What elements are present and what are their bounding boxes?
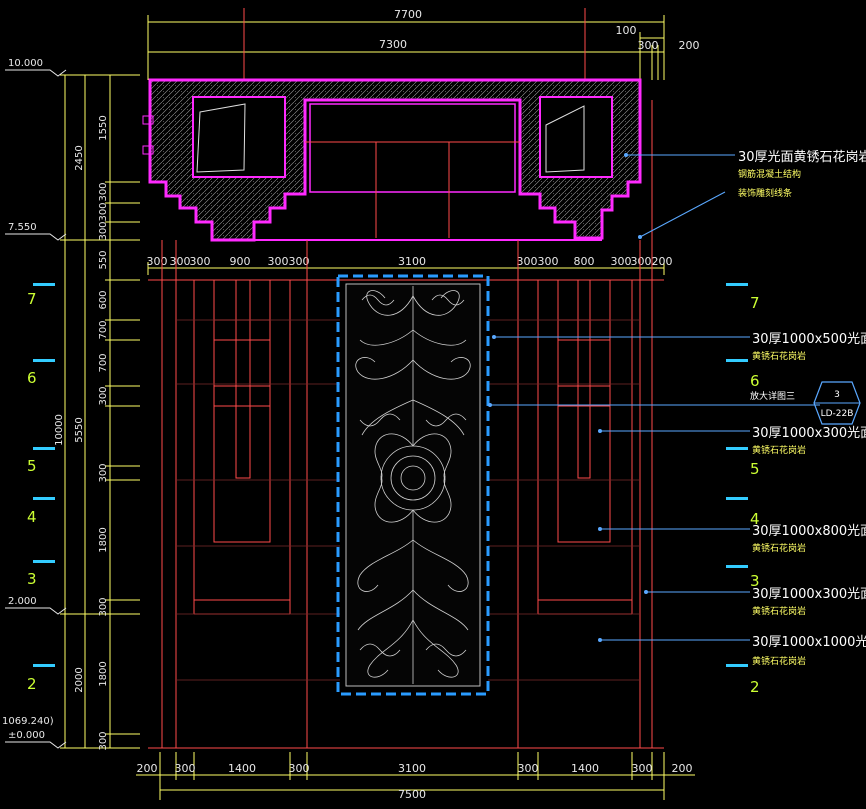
dim-bottom-6: 300 xyxy=(518,762,539,775)
elevation-10000: 10.000 xyxy=(8,58,43,69)
note-detail-ref: 放大详图三 xyxy=(750,390,795,402)
note-top-carving: 装饰雕刻线条 xyxy=(738,187,792,199)
dim-left-300f: 300 xyxy=(98,597,109,616)
floor-right-3: 3 xyxy=(750,572,760,590)
dim-top-200: 200 xyxy=(679,39,700,52)
floor-left-2: 2 xyxy=(27,675,37,693)
note-top-stone: 30厚光面黄锈石花岗岩 xyxy=(738,149,866,165)
leader-lines xyxy=(490,154,820,641)
dim-mid-9: 300 xyxy=(538,255,559,268)
dim-mid-8: 300 xyxy=(517,255,538,268)
detail-callout: 3 LD-22B xyxy=(813,381,861,425)
facade-grid xyxy=(176,319,640,681)
dim-bottom-1: 200 xyxy=(137,762,158,775)
dim-bottom-3: 1400 xyxy=(228,762,256,775)
floor-right-5: 5 xyxy=(750,460,760,478)
lintel-block xyxy=(142,78,642,242)
note-1000x300-b: 30厚1000x300光面 xyxy=(752,587,866,602)
bottom-dimension-text: 200 300 1400 300 3100 300 1400 300 200 7… xyxy=(137,762,693,801)
dim-bottom-5: 3100 xyxy=(398,762,426,775)
dim-left-1550: 1550 xyxy=(98,115,109,140)
dim-mid-6: 300 xyxy=(289,255,310,268)
left-dimension-text: 2450 10000 2000 1550 300 300 300 550 600… xyxy=(54,115,109,750)
dim-left-1800b: 1800 xyxy=(98,661,109,686)
dim-top-overall: 7700 xyxy=(394,8,422,21)
note-1000x300-a: 30厚1000x300光面 xyxy=(752,426,866,441)
dim-bottom-2: 300 xyxy=(175,762,196,775)
elevation-base-note: 1069.240) xyxy=(2,716,54,727)
dim-left-10000: 10000 xyxy=(54,414,65,446)
dim-left-300d: 300 xyxy=(98,386,109,405)
floor-left-6: 6 xyxy=(27,369,37,387)
dim-mid-12: 300 xyxy=(631,255,652,268)
floor-left-7: 7 xyxy=(27,290,37,308)
mid-dimension-text: 300 300 300 900 300 300 3100 300 300 800… xyxy=(147,255,673,268)
dim-left-1800a: 1800 xyxy=(98,527,109,552)
dim-left-5550: 5550 xyxy=(74,417,85,442)
note-1000x800: 30厚1000x800光面 xyxy=(752,524,866,539)
dim-left-300c: 300 xyxy=(98,221,109,240)
dim-bottom-9: 200 xyxy=(672,762,693,775)
dim-left-700b: 700 xyxy=(98,353,109,372)
mid-dimension-lines xyxy=(147,262,665,275)
floor-left-3: 3 xyxy=(27,570,37,588)
note-1000x800-sub: 黄锈石花岗岩 xyxy=(752,542,806,554)
elevation-2000: 2.000 xyxy=(8,596,37,607)
dim-mid-11: 300 xyxy=(611,255,632,268)
floor-right-7: 7 xyxy=(750,294,760,312)
carved-panel xyxy=(336,274,490,696)
leader-dots xyxy=(488,153,648,642)
dim-mid-5: 300 xyxy=(268,255,289,268)
dim-top-inner: 7300 xyxy=(379,38,407,51)
bottom-dimension-lines xyxy=(136,752,695,800)
dim-bottom-overall: 7500 xyxy=(398,788,426,801)
dim-mid-1: 300 xyxy=(147,255,168,268)
note-1000x500: 30厚1000x500光面 xyxy=(752,332,866,347)
elevation-markers xyxy=(5,69,67,749)
dim-left-700a: 700 xyxy=(98,320,109,339)
note-1000x1000: 30厚1000x1000光面 xyxy=(752,635,866,650)
floor-markers-left xyxy=(33,283,55,667)
facade-outline xyxy=(148,100,664,749)
dim-bottom-8: 300 xyxy=(632,762,653,775)
dim-left-300e: 300 xyxy=(98,463,109,482)
dim-top-300: 300 xyxy=(638,39,659,52)
dim-left-300b: 300 xyxy=(98,202,109,221)
floor-right-4: 4 xyxy=(750,510,760,528)
floor-right-2: 2 xyxy=(750,678,760,696)
note-1000x500-sub: 黄锈石花岗岩 xyxy=(752,350,806,362)
callout-number: 3 xyxy=(834,390,840,400)
dim-mid-7: 3100 xyxy=(398,255,426,268)
dim-mid-2: 300 xyxy=(170,255,191,268)
dim-mid-4: 900 xyxy=(230,255,251,268)
dim-left-600: 600 xyxy=(98,290,109,309)
dim-left-2450: 2450 xyxy=(74,145,85,170)
dim-left-300a: 300 xyxy=(98,182,109,201)
dim-bottom-7: 1400 xyxy=(571,762,599,775)
note-1000x300-a-sub: 黄锈石花岗岩 xyxy=(752,444,806,456)
floor-right-6: 6 xyxy=(750,372,760,390)
note-top-concrete: 钢筋混凝土结构 xyxy=(738,168,801,180)
floor-left-5: 5 xyxy=(27,457,37,475)
callout-sheet: LD-22B xyxy=(821,409,854,419)
dim-left-550: 550 xyxy=(98,250,109,269)
floor-markers-right xyxy=(726,283,748,667)
dim-mid-3: 300 xyxy=(190,255,211,268)
dim-left-2000: 2000 xyxy=(74,667,85,692)
dim-top-100: 100 xyxy=(616,24,637,37)
elevation-0000: ±0.000 xyxy=(8,730,45,741)
dim-bottom-4: 300 xyxy=(289,762,310,775)
elevation-7550: 7.550 xyxy=(8,222,37,233)
top-dimension-group xyxy=(147,8,665,80)
note-1000x300-b-sub: 黄锈石花岗岩 xyxy=(752,605,806,617)
note-1000x1000-sub: 黄锈石花岗岩 xyxy=(752,655,806,667)
floor-left-4: 4 xyxy=(27,508,37,526)
dim-mid-13: 200 xyxy=(652,255,673,268)
left-dimension-lines xyxy=(60,74,140,749)
dim-mid-10: 800 xyxy=(574,255,595,268)
dim-left-300g: 300 xyxy=(98,731,109,750)
